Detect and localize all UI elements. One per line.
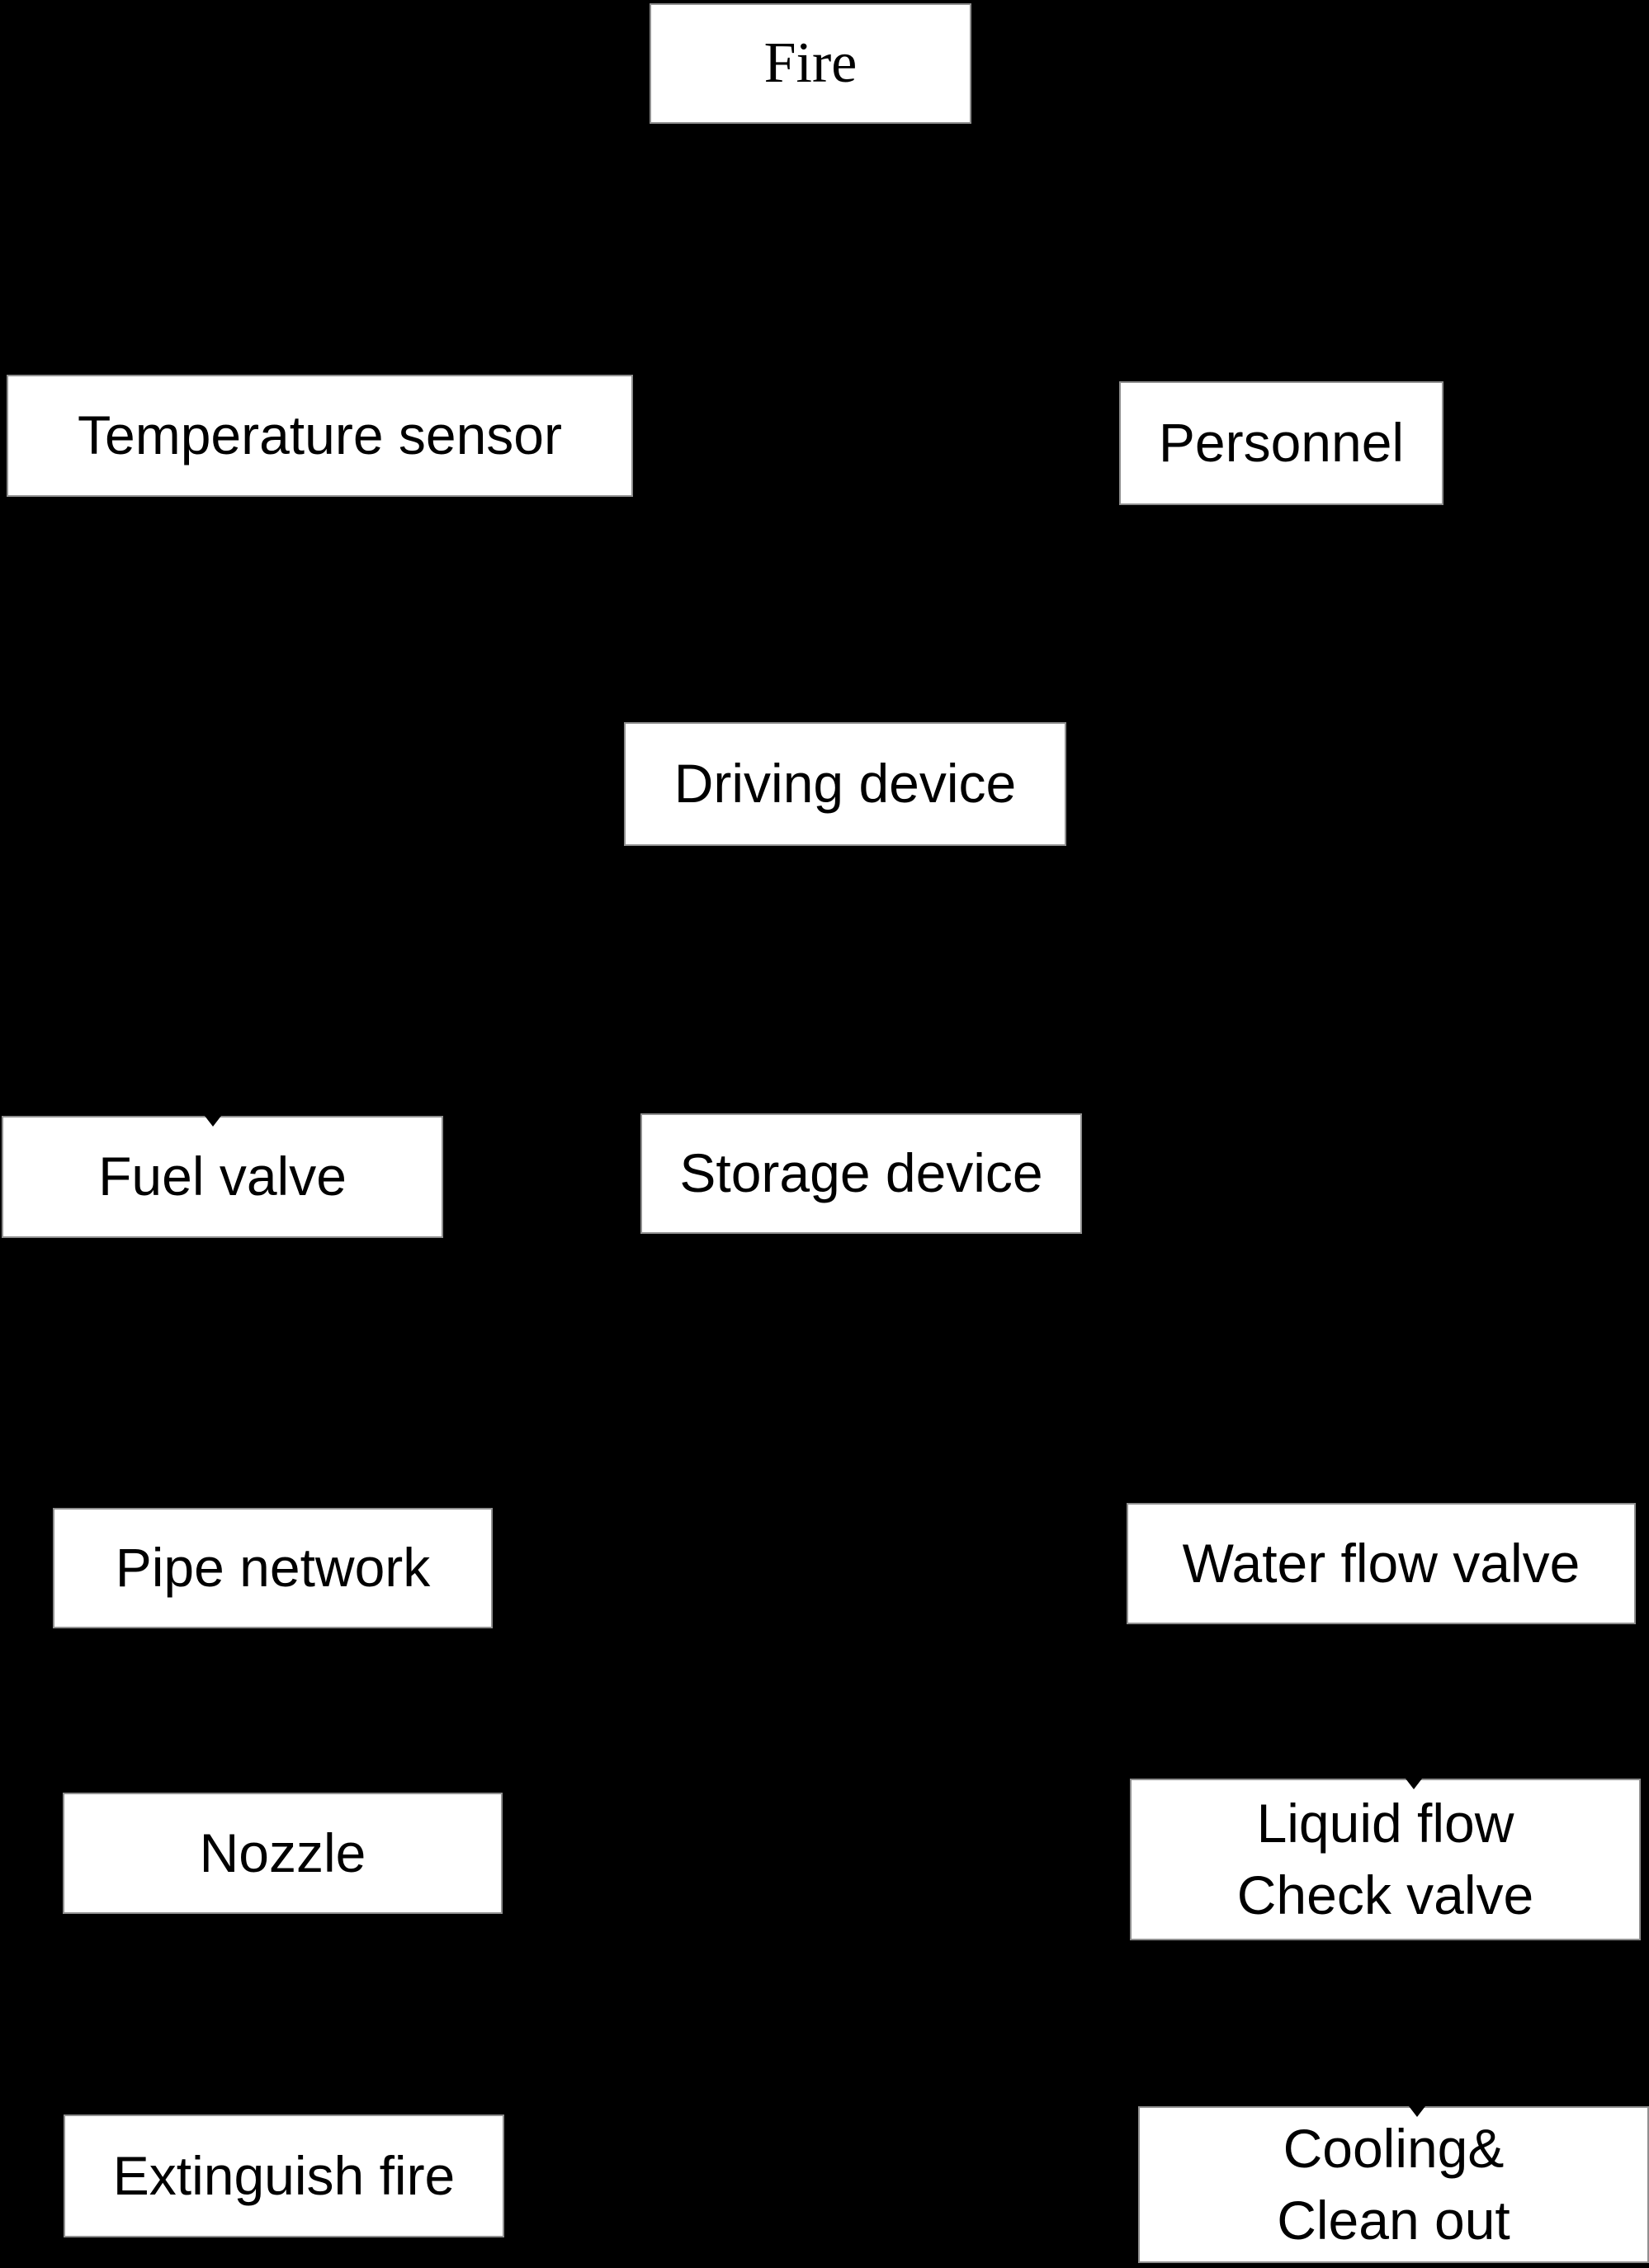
- node-temperature-sensor: Temperature sensor: [7, 375, 633, 497]
- node-extinguish-fire: Extinguish fire: [64, 2114, 504, 2237]
- node-temperature-sensor-label: Temperature sensor: [78, 404, 562, 466]
- node-water-flow-valve: Water flow valve: [1127, 1503, 1636, 1624]
- node-storage-device: Storage device: [640, 1113, 1082, 1234]
- node-pipe-network-label: Pipe network: [115, 1537, 431, 1599]
- node-fuel-valve: Fuel valve: [2, 1116, 443, 1238]
- node-fire: Fire: [650, 3, 971, 124]
- arrowhead-notch-icon: [205, 1116, 222, 1127]
- node-pipe-network: Pipe network: [53, 1508, 493, 1628]
- node-storage-device-label: Storage device: [679, 1142, 1043, 1204]
- arrowhead-notch-icon: [1406, 1779, 1423, 1789]
- node-liquid-flow-check-valve-line1: Liquid flow: [1256, 1792, 1514, 1854]
- node-fire-label: Fire: [763, 31, 858, 95]
- node-nozzle-label: Nozzle: [199, 1821, 366, 1883]
- node-personnel-label: Personnel: [1158, 412, 1405, 474]
- node-extinguish-fire-label: Extinguish fire: [112, 2144, 456, 2206]
- node-liquid-flow-check-valve-line2: Check valve: [1236, 1864, 1534, 1925]
- node-cooling-clean-out: Cooling& Clean out: [1138, 2106, 1649, 2263]
- node-water-flow-valve-label: Water flow valve: [1182, 1532, 1580, 1594]
- node-cooling-clean-out-line1: Cooling&: [1283, 2117, 1505, 2179]
- node-driving-device-label: Driving device: [673, 753, 1017, 815]
- node-driving-device: Driving device: [624, 722, 1066, 846]
- node-cooling-clean-out-line2: Clean out: [1277, 2190, 1510, 2251]
- node-liquid-flow-check-valve: Liquid flow Check valve: [1130, 1779, 1641, 1940]
- node-personnel: Personnel: [1119, 381, 1443, 505]
- arrowhead-notch-icon: [1408, 2106, 1425, 2117]
- node-nozzle: Nozzle: [63, 1793, 503, 1914]
- node-fuel-valve-label: Fuel valve: [98, 1146, 347, 1207]
